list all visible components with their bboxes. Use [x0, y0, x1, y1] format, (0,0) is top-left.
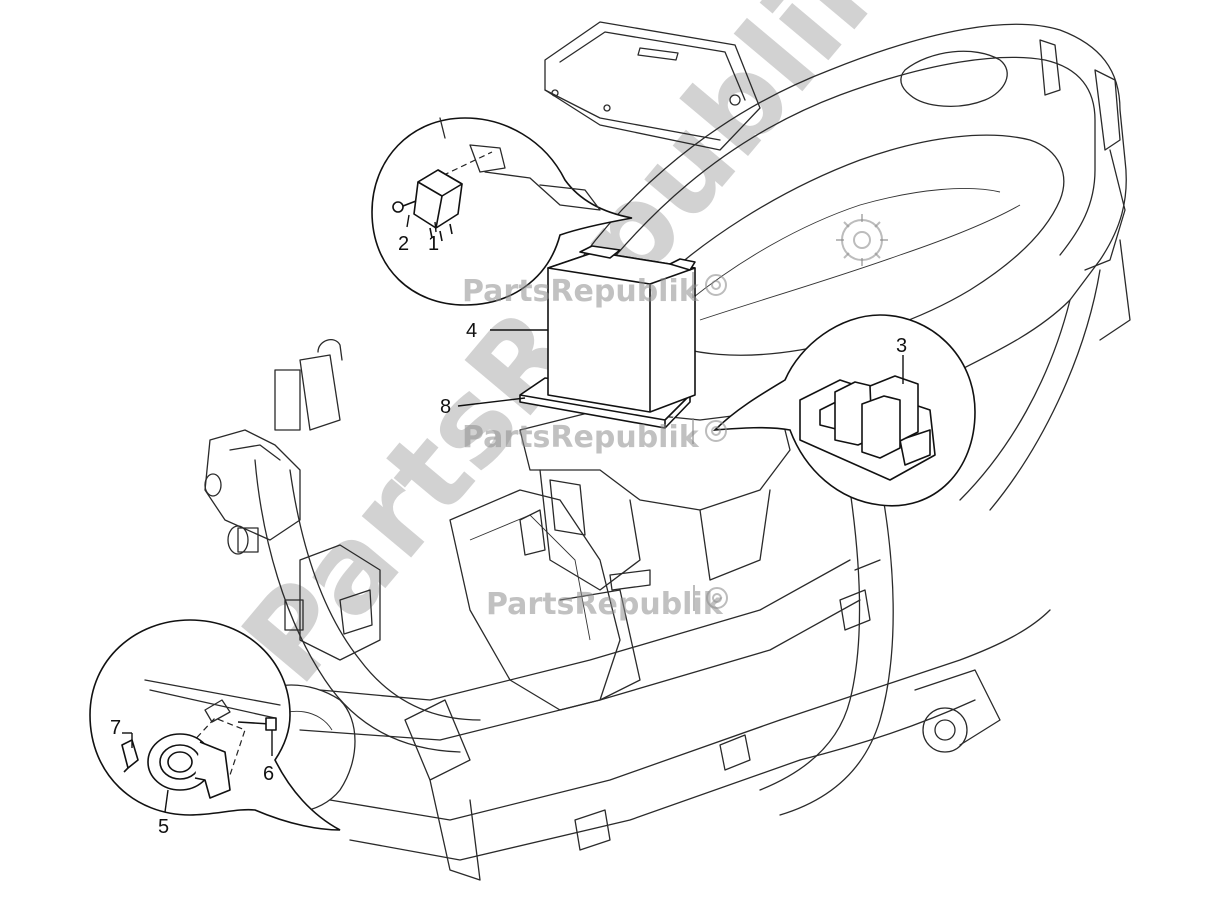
callout-label-7: 7	[110, 717, 121, 739]
svg-text:PartsRepublik: PartsRepublik	[462, 274, 700, 309]
callout-label-8: 8	[440, 396, 451, 418]
watermark-gear-icon	[836, 214, 888, 266]
callout-label-4: 4	[466, 320, 477, 342]
watermark-brand-2: PartsRepublik	[462, 418, 727, 455]
svg-text:PartsRepublik: PartsRepublik	[462, 420, 700, 455]
watermark-brand-1: PartsRepublik	[462, 272, 727, 309]
callout-bubble-fuses: 3	[712, 314, 976, 507]
callout-label-5: 5	[158, 816, 169, 838]
scooter-frame	[199, 23, 1131, 881]
callout-bubble-horn: 7 6 5	[89, 619, 341, 838]
callout-label-2: 2	[398, 233, 409, 255]
watermark-brand-3: PartsRepublik	[486, 585, 728, 622]
leader-8	[457, 397, 526, 407]
battery-cover	[544, 21, 761, 151]
callout-bubble-relay: 2 1	[371, 117, 633, 306]
callout-label-1: 1	[428, 233, 439, 255]
callout-label-6: 6	[263, 763, 274, 785]
svg-text:PartsRepublik: PartsRepublik	[486, 587, 724, 622]
part-4-battery	[547, 245, 696, 413]
callout-label-3: 3	[896, 335, 907, 357]
